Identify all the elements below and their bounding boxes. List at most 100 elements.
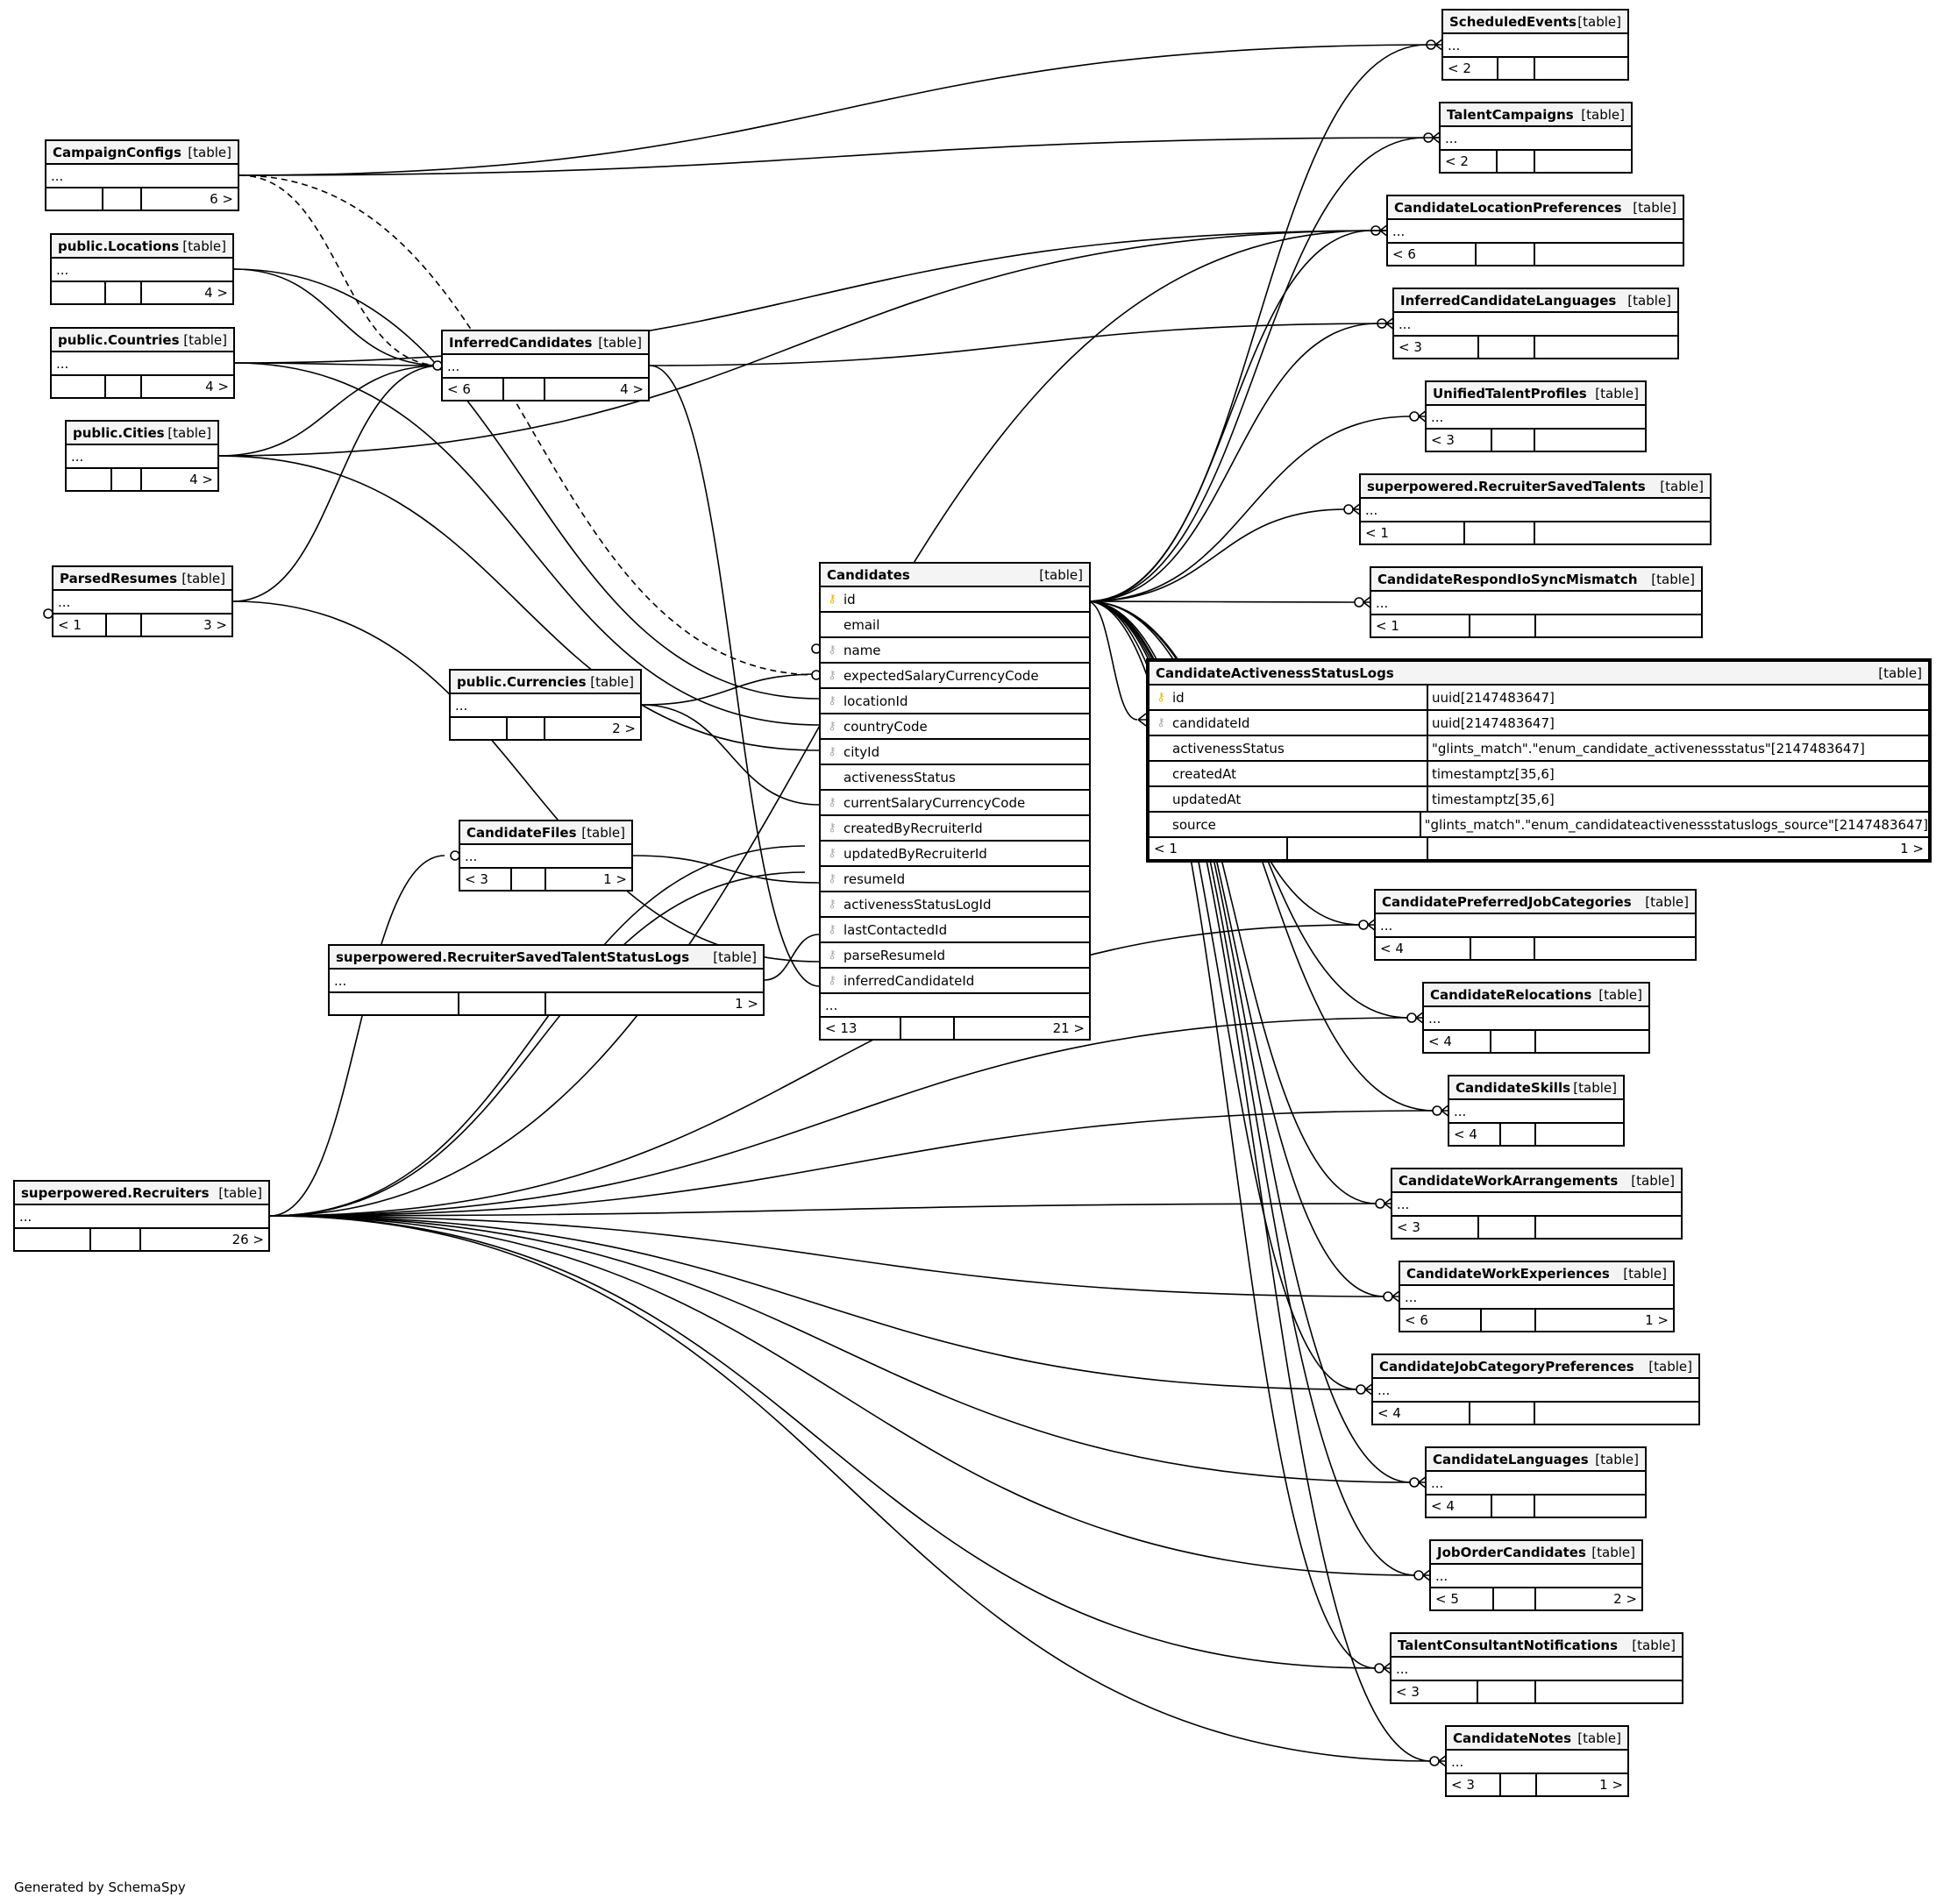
child-count[interactable] [1535,1403,1698,1424]
child-count[interactable]: 4 > [620,381,644,397]
parent-count[interactable]: < 4 [1373,1403,1471,1424]
table-candidate-preferred-job-categories[interactable]: CandidatePreferredJobCategories[table]..… [1374,889,1697,961]
parent-count[interactable]: < 3 [1392,1681,1479,1702]
table-unified-talent-profiles[interactable]: UnifiedTalentProfiles[table]...< 3 [1425,380,1647,452]
parent-count[interactable] [46,188,104,210]
column-row[interactable]: ⚷lastContactedId [821,918,1089,943]
parent-count[interactable]: < 4 [1424,1031,1491,1052]
parent-count[interactable]: < 4 [1427,1495,1492,1517]
parent-count[interactable]: < 3 [1427,430,1492,451]
child-count[interactable]: 6 > [210,191,233,207]
table-candidate-job-category-preferences[interactable]: CandidateJobCategoryPreferences[table]..… [1371,1353,1700,1425]
child-count[interactable]: 2 > [1613,1591,1637,1607]
parent-count[interactable]: < 13 [821,1018,901,1039]
child-count[interactable]: 4 > [205,379,229,394]
column-row[interactable]: ⚷activenessStatusLogId [821,892,1089,918]
parent-count[interactable] [451,718,508,739]
table-locations[interactable]: public.Locations[table]...4 > [50,233,234,305]
child-count[interactable] [1535,430,1645,451]
column-row[interactable]: ⚷resumeId [821,867,1089,892]
parent-count[interactable]: < 6 [1400,1310,1483,1331]
child-count[interactable] [1536,1124,1623,1145]
child-count[interactable] [1536,1681,1682,1702]
parent-count[interactable] [52,376,107,397]
parent-count[interactable]: < 3 [460,869,512,890]
child-count[interactable] [1535,58,1627,79]
column-row[interactable]: ⚷createdByRecruiterId [821,816,1089,842]
column-row[interactable]: ⚷name [821,638,1089,664]
child-count[interactable] [1535,151,1631,172]
parent-count[interactable]: < 3 [1447,1774,1501,1795]
table-recruiter-saved-talents[interactable]: superpowered.RecruiterSavedTalents[table… [1359,473,1712,545]
parent-count[interactable]: < 3 [1394,337,1479,358]
child-count[interactable]: 1 > [603,871,627,887]
parent-count[interactable]: < 2 [1443,58,1498,79]
child-count[interactable]: 1 > [1645,1312,1669,1328]
table-cities[interactable]: public.Cities[table]...4 > [65,420,219,492]
table-scheduled-events[interactable]: ScheduledEvents[table]...< 2 [1441,9,1629,81]
column-row[interactable]: ⚷expectedSalaryCurrencyCode [821,664,1089,689]
parent-count[interactable]: < 6 [1388,244,1477,265]
column-row[interactable]: ⚷id [821,587,1089,613]
child-count[interactable] [1536,1031,1648,1052]
child-count[interactable]: 4 > [204,285,228,301]
child-count[interactable]: 3 > [203,617,227,633]
column-row[interactable]: ⚷currentSalaryCurrencyCode [821,791,1089,816]
table-recruiter-saved-talent-status-logs[interactable]: superpowered.RecruiterSavedTalentStatusL… [328,944,765,1016]
parent-count[interactable] [67,469,112,490]
table-candidate-languages[interactable]: CandidateLanguages[table]...< 4 [1425,1446,1647,1518]
parent-count[interactable]: < 1 [53,615,107,636]
child-count[interactable] [1536,615,1701,636]
parent-count[interactable]: < 4 [1376,938,1472,959]
column-row[interactable]: activenessStatus"glints_match"."enum_can… [1150,736,1928,762]
child-count[interactable]: 1 > [1599,1777,1623,1793]
table-candidate-work-arrangements[interactable]: CandidateWorkArrangements[table]...< 3 [1391,1168,1683,1240]
column-row[interactable]: ⚷cityId [821,740,1089,765]
table-countries[interactable]: public.Countries[table]...4 > [50,327,235,399]
parent-count[interactable]: < 6 [443,379,505,400]
column-row[interactable]: ⚷countryCode [821,714,1089,740]
parent-count[interactable]: < 2 [1441,151,1498,172]
table-talent-consultant-notifications[interactable]: TalentConsultantNotifications[table]...<… [1390,1632,1683,1704]
child-count[interactable]: 26 > [231,1232,264,1247]
parent-count[interactable] [15,1229,91,1250]
table-candidate-skills[interactable]: CandidateSkills[table]...< 4 [1448,1075,1625,1147]
parent-count[interactable] [330,993,460,1014]
table-recruiters[interactable]: superpowered.Recruiters[table]...26 > [13,1180,270,1252]
child-count[interactable] [1535,337,1677,358]
parent-count[interactable]: < 5 [1431,1588,1494,1609]
table-currencies[interactable]: public.Currencies[table]...2 > [449,669,642,741]
child-count[interactable] [1536,1217,1681,1238]
table-campaign-configs[interactable]: CampaignConfigs[table]...6 > [45,139,239,211]
column-row[interactable]: ⚷updatedByRecruiterId [821,842,1089,867]
child-count[interactable] [1535,938,1695,959]
column-row[interactable]: ⚷parseResumeId [821,943,1089,969]
child-count[interactable]: 21 > [1052,1020,1085,1036]
child-count[interactable]: 1 > [735,996,758,1012]
child-count[interactable]: 4 > [189,472,213,487]
column-row[interactable]: ⚷inferredCandidateId [821,969,1089,994]
table-candidate-relocations[interactable]: CandidateRelocations[table]...< 4 [1422,982,1650,1054]
column-row[interactable]: email [821,613,1089,638]
parent-count[interactable]: < 4 [1449,1124,1502,1145]
child-count[interactable] [1535,522,1710,543]
column-row[interactable]: source"glints_match"."enum_candidateacti… [1150,813,1928,838]
child-count[interactable]: 2 > [612,721,636,736]
child-count[interactable]: 1 > [1900,841,1924,856]
parent-count[interactable] [52,282,106,303]
table-candidate-location-preferences[interactable]: CandidateLocationPreferences[table]...< … [1386,195,1684,266]
column-row[interactable]: activenessStatus [821,765,1089,791]
column-row[interactable]: ⚷locationId [821,689,1089,714]
parent-count[interactable]: < 3 [1392,1217,1479,1238]
